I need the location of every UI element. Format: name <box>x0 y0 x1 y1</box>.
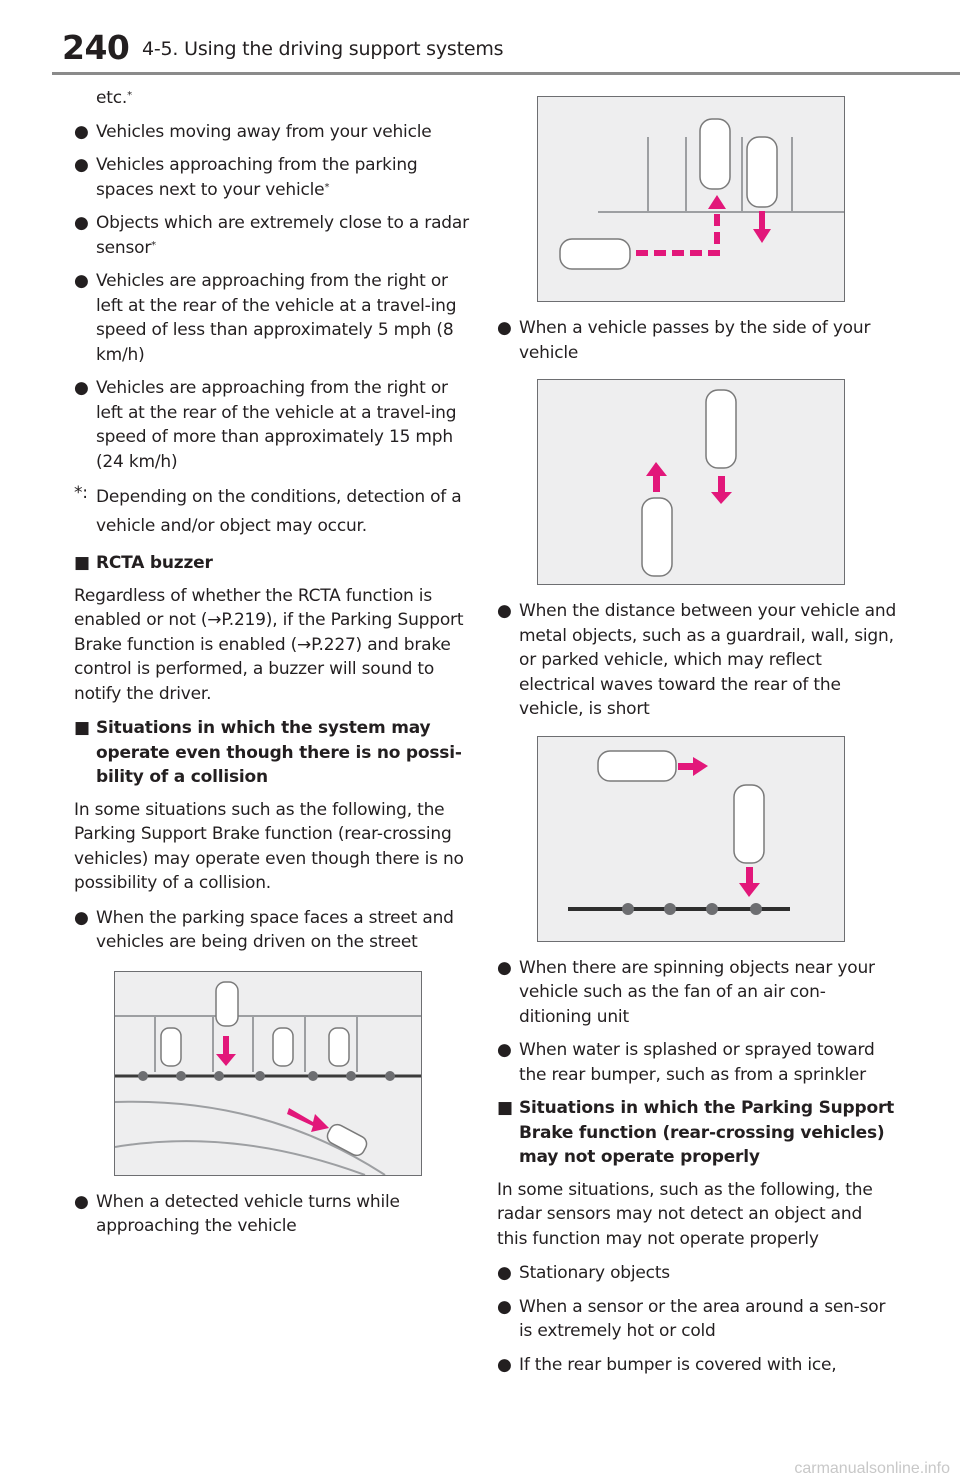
list-item: ● Objects which are extremely close to a … <box>74 211 474 260</box>
bullet-text: When water is splashed or sprayed toward… <box>519 1040 875 1085</box>
bullet-text: When a sensor or the area around a sen-s… <box>519 1296 886 1342</box>
list-item: ● Stationary objects <box>497 1261 897 1286</box>
bullet-text: Vehicles moving away from your vehicle <box>96 121 432 142</box>
section-heading: ■ Situations in which the system may oper… <box>74 716 474 790</box>
street-parking-diagram <box>115 980 421 1175</box>
paragraph: In some situations such as the following… <box>74 799 464 894</box>
left-column: etc.* ●Vehicles moving away from your ve… <box>74 86 474 1248</box>
bullet-text: Vehicles are approaching from the right … <box>96 378 457 472</box>
footnote-star: * <box>151 239 156 251</box>
section-heading: ■ Situations in which the Parking Support… <box>497 1096 897 1170</box>
bullet-icon: ● <box>74 271 89 291</box>
bullet-text: When there are spinning objects near you… <box>519 957 875 1027</box>
bullet-icon: ● <box>497 957 512 978</box>
section-heading: ■ RCTA buzzer <box>74 551 474 576</box>
watermark: carmanualsonline.info <box>794 1460 950 1477</box>
continued-text: etc.* <box>74 86 474 111</box>
metal-objects-diagram <box>568 749 790 915</box>
paragraph: Regardless of whether the RCTA function … <box>74 585 464 704</box>
bullet-icon: ● <box>497 1296 512 1317</box>
section-title: 4-5. Using the driving support systems <box>142 38 504 60</box>
bullet-icon: ● <box>497 1040 512 1060</box>
list-item: ● Vehicles are approaching from the right… <box>74 269 474 367</box>
heading-text: Situations in which the Parking Support … <box>519 1098 895 1167</box>
illustration-passing-vehicle <box>537 379 845 585</box>
bullet-text: When a detected vehicle turns while appr… <box>96 1191 400 1237</box>
bullet-icon: ● <box>74 907 89 928</box>
bullet-icon: ● <box>497 1263 512 1283</box>
bullet-text: When the distance between your vehicle a… <box>519 601 897 719</box>
square-bullet-icon: ■ <box>497 1098 513 1118</box>
right-column: ● When a vehicle passes by the side of yo… <box>497 96 897 1386</box>
paragraph: In some situations, such as the followin… <box>497 1179 873 1249</box>
list-item: ● When water is splashed or sprayed towar… <box>497 1038 897 1087</box>
bullet-text: Objects which are extremely close to a r… <box>96 213 469 258</box>
bullet-icon: ● <box>74 378 89 398</box>
page-header: 240 4-5. Using the driving support syste… <box>0 0 960 78</box>
list-item: ● If the rear bumper is covered with ice, <box>497 1353 897 1378</box>
bullet-icon: ● <box>497 1354 512 1375</box>
list-item: ● Vehicles moving away from your vehicle <box>74 120 474 145</box>
square-bullet-icon: ■ <box>74 718 90 738</box>
header-divider <box>52 72 960 75</box>
heading-text: RCTA buzzer <box>96 553 213 573</box>
bullet-icon: ● <box>74 121 89 142</box>
footnote-text: Depending on the conditions, detection o… <box>96 487 462 536</box>
bullet-text: If the rear bumper is covered with ice, <box>519 1354 837 1375</box>
bullet-text: Vehicles are approaching from the right … <box>96 271 457 365</box>
bullet-icon: ● <box>74 155 89 175</box>
page-number: 240 <box>62 28 130 67</box>
list-item: ● Vehicles are approaching from the right… <box>74 376 474 474</box>
illustration-adjacent-space <box>537 96 845 302</box>
list-item: ● When the parking space faces a street a… <box>74 906 474 955</box>
bullet-text: When a vehicle passes by the side of you… <box>519 318 871 363</box>
bullet-icon: ● <box>497 318 512 338</box>
illustration-metal-objects <box>537 735 845 942</box>
heading-text: Situations in which the system may opera… <box>96 718 462 787</box>
square-bullet-icon: ■ <box>74 553 90 573</box>
footnote-star: * <box>127 90 132 101</box>
footnote-star: * <box>324 181 330 193</box>
bullet-text: When the parking space faces a street an… <box>96 907 454 953</box>
list-item: ● When a detected vehicle turns while app… <box>74 1190 474 1239</box>
list-item: ● When a vehicle passes by the side of yo… <box>497 316 897 365</box>
bullet-text: Stationary objects <box>519 1263 670 1283</box>
adjacent-space-diagram <box>559 118 844 270</box>
illustration-street-parking <box>114 970 422 1176</box>
list-item: ● When a sensor or the area around a sen-… <box>497 1295 897 1344</box>
bullet-icon: ● <box>497 601 512 621</box>
bullet-icon: ● <box>74 213 89 233</box>
passing-vehicle-diagram <box>641 389 737 577</box>
footnote: *: Depending on the conditions, detectio… <box>74 483 474 541</box>
etc-text: etc. <box>96 88 128 108</box>
bullet-text: Vehicles approaching from the parking sp… <box>96 155 418 200</box>
list-item: ● Vehicles approaching from the parking s… <box>74 153 474 202</box>
bullet-icon: ● <box>74 1191 89 1212</box>
list-item: ● When there are spinning objects near yo… <box>497 956 897 1030</box>
footnote-mark: *: <box>74 483 88 503</box>
list-item: ● When the distance between your vehicle … <box>497 599 897 722</box>
